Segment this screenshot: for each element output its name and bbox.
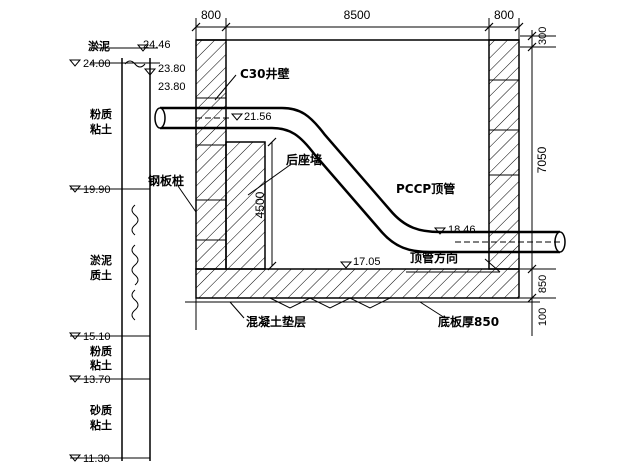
top-dimension-line	[191, 18, 524, 45]
label-base-thickness: 底板厚850	[438, 314, 499, 329]
soil-column	[70, 47, 160, 461]
dim-base-lower: 100	[537, 308, 549, 326]
soil-layer-4-name-l1: 粉质	[90, 344, 112, 358]
elev-ground-b: 24.00	[83, 58, 111, 70]
label-steel-pile: 钢板桩	[148, 173, 184, 188]
elev-water-b: 23.80	[158, 81, 186, 93]
elev-layer-1: 19.90	[83, 184, 111, 196]
elev-water-a: 23.80	[158, 63, 186, 75]
inner-height-dimension	[267, 137, 277, 271]
label-pccp: PCCP顶管	[396, 181, 455, 196]
elevation-marker-icons	[68, 44, 447, 462]
dim-height-right: 7050	[535, 146, 549, 173]
shaft-structure	[185, 39, 530, 330]
soil-layer-3-name-l1: 淤泥	[90, 253, 112, 267]
label-well-wall: C30井壁	[240, 66, 290, 81]
leader-lines	[177, 74, 501, 319]
label-cushion: 混凝土垫层	[246, 314, 306, 329]
soil-layer-2-name-l2: 粘土	[90, 122, 112, 136]
right-dimension-line	[520, 30, 556, 336]
label-back-wall: 后座墙	[286, 152, 322, 167]
soil-layer-4-name-l2: 粘土	[90, 358, 112, 372]
elev-ground-a: 24.46	[143, 39, 171, 51]
soil-layer-3-name-l2: 质土	[90, 268, 112, 282]
elev-layer-3: 13.70	[83, 374, 111, 386]
elev-layer-2: 15.10	[83, 331, 111, 343]
dim-span: 8500	[344, 8, 371, 22]
dim-wall-right: 800	[494, 8, 514, 22]
elev-bottom: 11.30	[83, 453, 110, 465]
dim-base-right: 850	[537, 275, 549, 293]
dim-top-offset: 300	[537, 27, 549, 45]
elev-floor: 17.05	[353, 256, 381, 268]
dim-wall-left: 800	[201, 8, 221, 22]
soil-layer-5-name-l2: 粘土	[90, 418, 112, 432]
soil-layer-1-name: 淤泥	[88, 39, 110, 53]
dim-height-inner: 4500	[253, 191, 267, 218]
soil-layer-2-name-l1: 粉质	[90, 107, 112, 121]
pccp-pipe	[154, 106, 566, 254]
soil-layer-5-name-l1: 砂质	[90, 403, 112, 417]
elev-pipe-in: 21.56	[244, 111, 272, 123]
label-jacking-direction: 顶管方向	[410, 250, 458, 265]
elev-pipe-out: 18.46	[448, 224, 476, 236]
